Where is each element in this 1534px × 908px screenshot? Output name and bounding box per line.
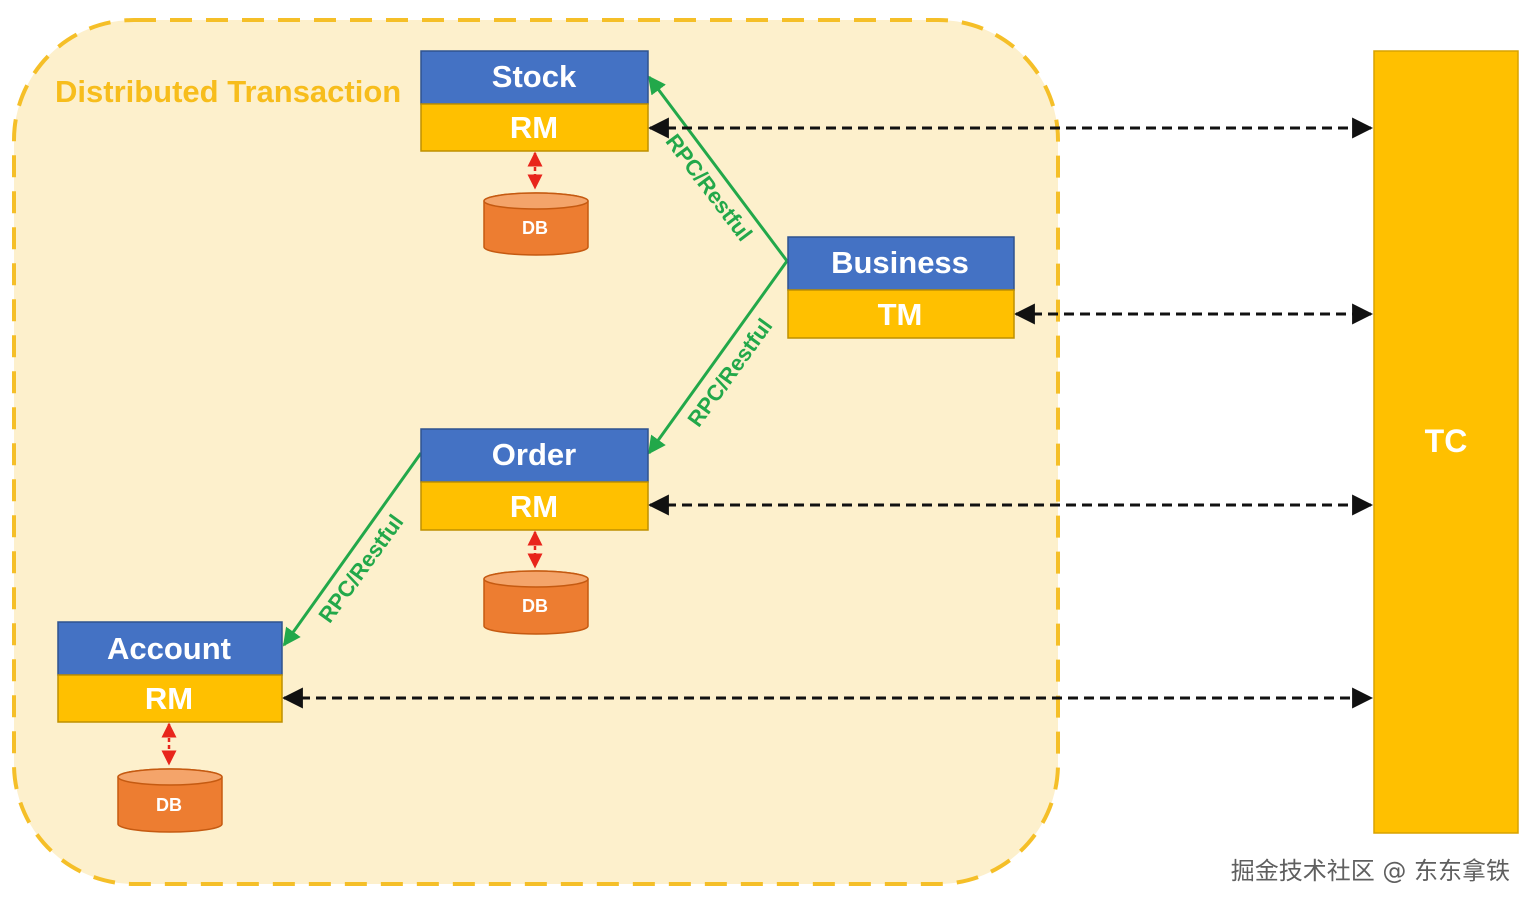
order-header [420,428,649,483]
tc-label: TC [1425,423,1468,459]
stock-db-label: DB [522,218,548,238]
stock-header [420,50,649,105]
account-db-top [117,768,223,786]
account-header [57,621,283,676]
order-db-top [483,570,589,588]
rpc-arrow-order-to-account [282,452,423,647]
account-database: DB [117,768,223,833]
business-name: Business [831,245,969,280]
account-service: Account RM [57,621,283,723]
order-database: DB [483,570,589,635]
order-role: RM [510,489,558,524]
stock-db-top [483,192,589,210]
business-tm-box [787,289,1015,339]
account-rm-box [57,674,283,723]
business-service: Business TM [787,236,1015,339]
account-role: RM [145,681,193,716]
business-role: TM [878,297,923,332]
stock-role: RM [510,110,558,145]
stock-database: DB [483,192,589,256]
tc-coordinator-box [1373,50,1519,834]
stock-name: Stock [492,59,577,94]
order-db-label: DB [522,596,548,616]
watermark-text: 掘金技术社区 @ 东东拿铁 [1230,857,1510,885]
order-name: Order [492,437,576,472]
rpc-arrow-business-to-order [647,260,789,455]
account-name: Account [107,631,231,666]
order-service: Order RM [420,428,649,531]
order-rm-box [420,481,649,531]
stock-rm-box [420,103,649,152]
stock-service: Stock RM [420,50,649,152]
region-title: Distributed Transaction [55,74,401,109]
rpc-arrow-business-to-stock [647,75,789,262]
account-db-label: DB [156,795,182,815]
